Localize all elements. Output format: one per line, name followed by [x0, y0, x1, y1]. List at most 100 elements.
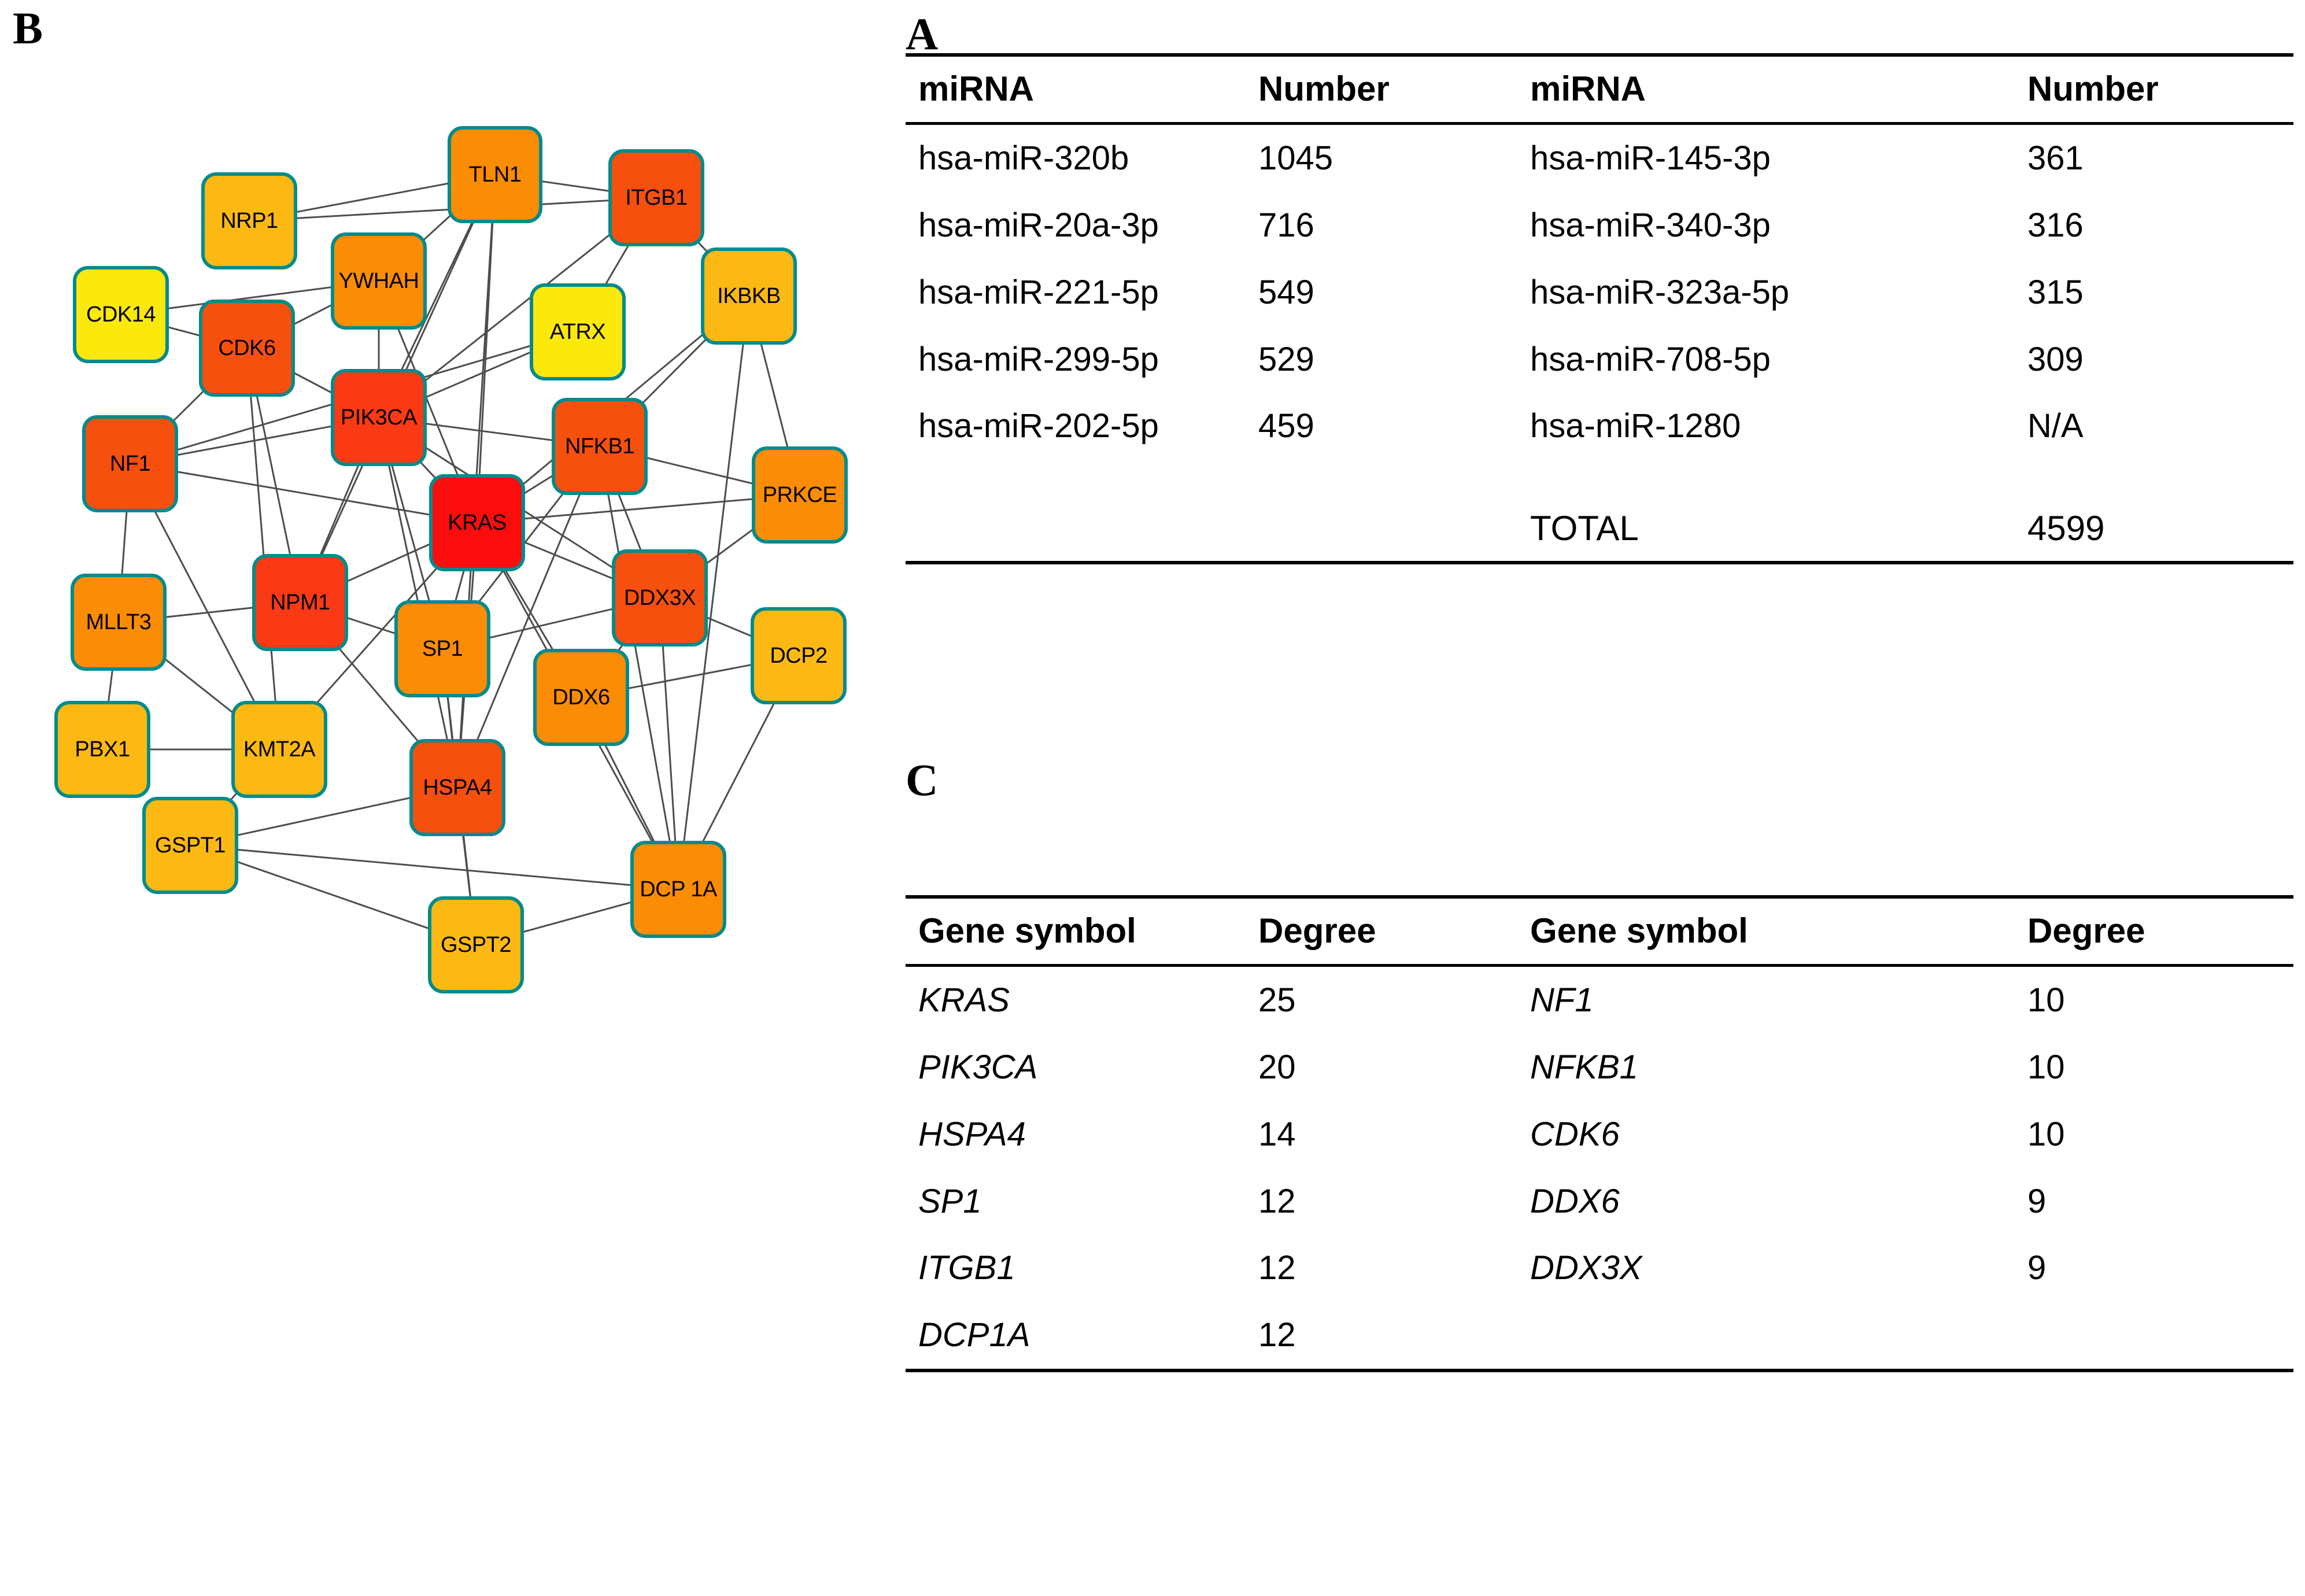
table-c-header-gene-1: Gene symbol: [906, 895, 1258, 966]
table-a-cell: hsa-miR-221-5p: [918, 273, 1159, 311]
network-node-label: DDX3X: [623, 585, 696, 610]
table-a-cell: 309: [2027, 340, 2084, 378]
network-node-hspa4[interactable]: HSPA4: [409, 739, 505, 836]
network-edge: [677, 295, 750, 890]
network-node-nrp1[interactable]: NRP1: [201, 172, 297, 269]
table-c-cell: 9: [2027, 1249, 2047, 1287]
table-c-header-degree-1: Degree: [1258, 895, 1530, 966]
network-edge: [246, 348, 280, 750]
table-a-header-mirna-2: miRNA: [1530, 53, 2027, 124]
table-a-cell: hsa-miR-320b: [906, 122, 1258, 192]
table-a-header-number-1: Number: [1258, 53, 1530, 124]
network-node-gspt2[interactable]: GSPT2: [428, 896, 524, 993]
table-c-cell: HSPA4: [918, 1115, 1026, 1153]
network-node-atrx[interactable]: ATRX: [530, 283, 626, 380]
network-node-label: MLLT3: [86, 609, 152, 634]
table-c-cell: 10: [2027, 1048, 2065, 1086]
table-row: hsa-miR-299-5p 529 hsa-miR-708-5p 309: [906, 326, 2293, 393]
table-a-cell: hsa-miR-299-5p: [918, 340, 1159, 378]
spacer-cell: [1258, 460, 1530, 497]
table-c-cell: 25: [1258, 964, 1530, 1034]
spacer-cell: [2027, 460, 2293, 497]
network-node-dcp2[interactable]: DCP2: [751, 607, 847, 704]
network-node-cdk14[interactable]: CDK14: [73, 266, 169, 363]
network-edge: [130, 463, 478, 524]
network-node-pik3ca[interactable]: PIK3CA: [331, 369, 427, 466]
table-a-cell: 361: [2027, 122, 2293, 192]
table-c-cell: 14: [1258, 1115, 1296, 1153]
table-c-cell: [2027, 1302, 2293, 1372]
network-node-kras[interactable]: KRAS: [429, 474, 525, 571]
network-node-gspt1[interactable]: GSPT1: [142, 797, 238, 894]
network-node-label: NF1: [109, 451, 151, 476]
table-c-cell: 10: [2027, 1115, 2065, 1153]
network-node-label: TLN1: [468, 162, 522, 187]
network-node-label: GSPT1: [154, 833, 226, 858]
gene-degree-table-block: Gene symbol Degree Gene symbol Degree KR…: [906, 895, 2293, 1372]
table-c-cell: NFKB1: [1530, 1048, 1638, 1086]
network-node-cdk6[interactable]: CDK6: [199, 300, 295, 397]
network-node-label: HSPA4: [423, 775, 492, 800]
network-node-label: PBX1: [75, 737, 130, 762]
panel-label-a: A: [906, 9, 939, 59]
network-node-npm1[interactable]: NPM1: [252, 554, 348, 651]
network-node-label: ATRX: [549, 319, 606, 344]
network-node-label: NPM1: [270, 590, 330, 615]
table-c-cell: CDK6: [1530, 1115, 1620, 1153]
table-a-cell: 316: [2027, 206, 2084, 244]
network-node-sp1[interactable]: SP1: [394, 600, 490, 697]
network-node-ddx3x[interactable]: DDX3X: [612, 549, 708, 646]
network-node-pbx1[interactable]: PBX1: [54, 701, 150, 798]
table-a-cell: 529: [1258, 340, 1314, 378]
network-node-itgb1[interactable]: ITGB1: [608, 149, 704, 246]
table-c-cell: 9: [2027, 1182, 2047, 1220]
network-node-nfkb1[interactable]: NFKB1: [552, 398, 648, 495]
table-a-cell: 549: [1258, 273, 1314, 311]
table-a-total-blank: [1258, 497, 1530, 565]
table-a-cell: hsa-miR-708-5p: [1530, 340, 1771, 378]
network-node-ddx6[interactable]: DDX6: [533, 649, 629, 746]
network-node-nf1[interactable]: NF1: [82, 415, 178, 512]
network-node-label: DDX6: [552, 685, 610, 710]
table-c-cell: 12: [1258, 1302, 1530, 1372]
network-edge: [190, 844, 679, 891]
table-c-cell: SP1: [918, 1182, 982, 1220]
table-c-cell: NF1: [1530, 964, 2027, 1034]
network-node-label: KMT2A: [243, 737, 316, 762]
network-node-ikbkb[interactable]: IKBKB: [701, 247, 797, 345]
table-c-cell: ITGB1: [918, 1249, 1015, 1287]
table-c-cell: 20: [1258, 1048, 1296, 1086]
table-a-total-label: TOTAL: [1530, 497, 2027, 565]
table-a-cell: hsa-miR-1280: [1530, 407, 1741, 445]
network-node-ywhah[interactable]: YWHAH: [331, 232, 427, 330]
network-node-prkce[interactable]: PRKCE: [752, 446, 848, 544]
network-edge: [599, 446, 679, 890]
network-node-label: PIK3CA: [340, 405, 418, 430]
network-node-label: DCP2: [770, 643, 828, 668]
network-node-tln1[interactable]: TLN1: [448, 126, 542, 223]
network-node-label: KRAS: [448, 510, 507, 535]
table-c-cell: 10: [2027, 964, 2293, 1034]
table-c-cell: KRAS: [906, 964, 1258, 1034]
table-c-cell: 12: [1258, 1249, 1296, 1287]
table-a-header-mirna-1: miRNA: [906, 53, 1258, 124]
table-c-header-gene-2: Gene symbol: [1530, 895, 2027, 966]
table-c-cell: [1530, 1302, 2027, 1372]
table-a-cell: 716: [1258, 206, 1314, 244]
table-a-cell: N/A: [2027, 407, 2084, 445]
table-a-cell: 459: [1258, 407, 1314, 445]
network-node-dcp-1a[interactable]: DCP 1A: [630, 841, 726, 938]
table-a-cell: hsa-miR-323a-5p: [1530, 273, 1790, 311]
gene-degree-table: Gene symbol Degree Gene symbol Degree KR…: [906, 895, 2293, 1372]
network-node-mllt3[interactable]: MLLT3: [71, 574, 167, 671]
table-c-cell: DCP1A: [906, 1302, 1258, 1372]
network-node-kmt2a[interactable]: KMT2A: [231, 701, 327, 798]
network-edge: [476, 494, 800, 524]
table-row: HSPA4 14 CDK6 10: [906, 1101, 2293, 1168]
